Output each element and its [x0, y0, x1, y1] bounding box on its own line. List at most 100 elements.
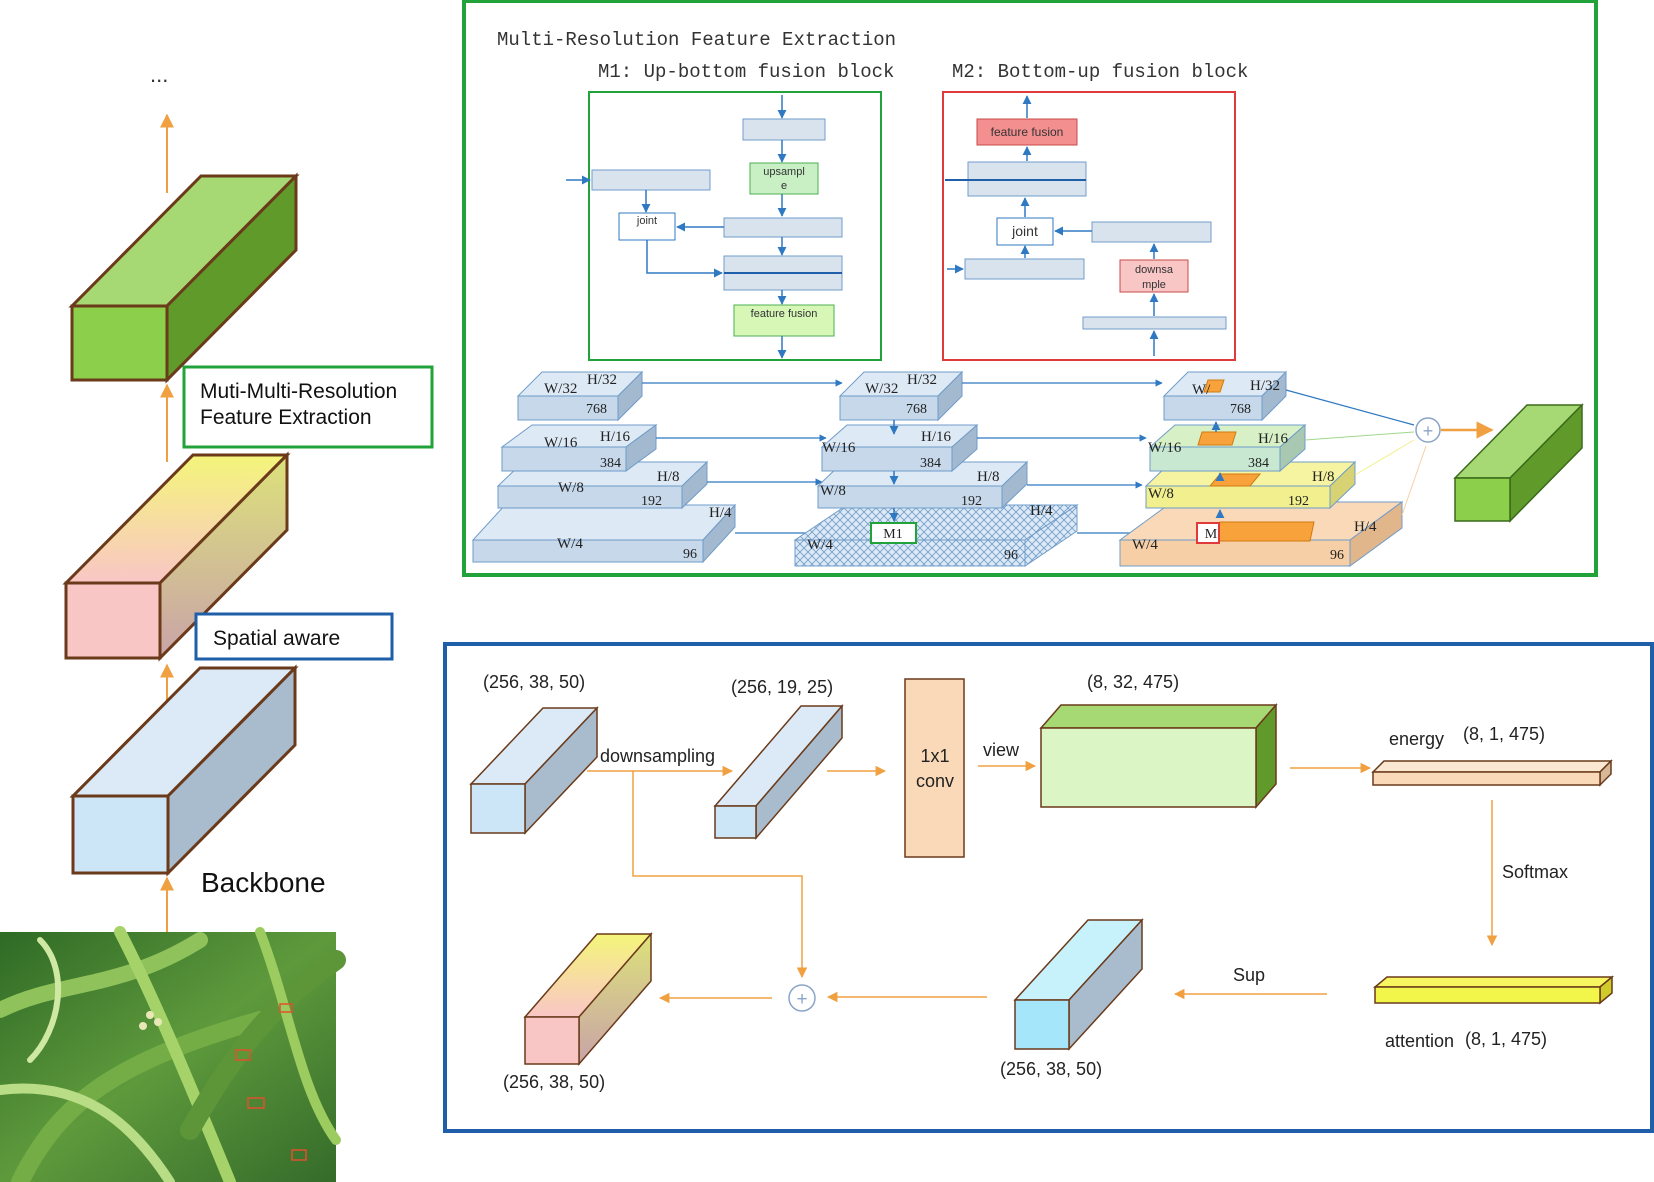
view-block — [1039, 702, 1278, 810]
svg-text:H/4: H/4 — [709, 505, 732, 521]
mrfe-fusion: + — [1285, 389, 1584, 523]
svg-text:384: 384 — [920, 456, 941, 471]
m2-block: M2: Bottom-up fusion block feature fusio… — [942, 61, 1248, 361]
spatial-label-box — [194, 612, 394, 661]
backbone-block — [69, 664, 299, 877]
mrfe-output-block — [1453, 403, 1584, 523]
attention-dims: (8, 1, 475) — [1465, 1029, 1547, 1049]
svg-text:H/16: H/16 — [1258, 431, 1289, 447]
svg-text:W/16: W/16 — [544, 435, 578, 451]
m1-title: M1: Up-bottom fusion block — [598, 61, 894, 83]
svg-text:H/32: H/32 — [907, 372, 937, 388]
energy-label: energy — [1389, 729, 1444, 749]
top-ellipsis: ... — [150, 62, 168, 87]
svg-text:W/: W/ — [1192, 382, 1211, 398]
svg-text:W/16: W/16 — [1148, 440, 1182, 456]
svg-text:192: 192 — [961, 494, 982, 509]
spatial-frame — [443, 642, 1654, 1133]
stage2-to-stage3-arrows — [962, 379, 1194, 537]
svg-text:768: 768 — [586, 402, 607, 417]
svg-text:192: 192 — [641, 494, 662, 509]
crop-field-photo — [0, 926, 346, 1182]
softmax-label: Softmax — [1502, 862, 1568, 882]
m1-block: M1: Up-bottom fusion block upsampl e joi… — [566, 61, 894, 361]
left-column: ... Muti-Multi-Resolution Feature Extrac… — [0, 62, 434, 1182]
svg-text:H/16: H/16 — [600, 429, 631, 445]
m1-feature-fusion — [733, 304, 835, 337]
s2-level2: W/16 H/16 384 — [820, 423, 979, 473]
mrfe-panel: Multi-Resolution Feature Extraction M1: … — [462, 0, 1598, 577]
mmfe-label-line1: Muti-Multi-Resolution — [200, 380, 397, 403]
mmfe-output-block — [68, 172, 300, 384]
svg-text:H/8: H/8 — [657, 469, 680, 485]
svg-text:H/8: H/8 — [1312, 469, 1335, 485]
svg-text:W/4: W/4 — [807, 537, 833, 553]
output-dims: (256, 38, 50) — [503, 1072, 605, 1092]
svg-text:feature fusion: feature fusion — [991, 125, 1064, 139]
m1-joint — [618, 212, 676, 241]
svg-text:H/4: H/4 — [1354, 519, 1377, 535]
m1-tag — [870, 522, 917, 544]
backbone-label: Backbone — [201, 867, 326, 898]
mrfe-title: Multi-Resolution Feature Extraction — [497, 29, 896, 51]
svg-text:96: 96 — [1330, 548, 1344, 563]
sup-label: Sup — [1233, 965, 1265, 985]
mmfe-label-line2: Feature Extraction — [200, 406, 372, 429]
s2-level4: W/4 H/4 96 M1 — [793, 503, 1079, 567]
svg-text:W/4: W/4 — [1132, 537, 1158, 553]
input-dims: (256, 38, 50) — [483, 672, 585, 692]
m2-tag — [1196, 522, 1220, 544]
svg-text:feature fusion: feature fusion — [751, 308, 818, 320]
view-label: view — [983, 740, 1020, 760]
svg-text:W/8: W/8 — [820, 483, 846, 499]
stage2-stack: W/4 H/4 96 M1 W/8 H/8 192 W/16 H/16 3 — [793, 370, 1079, 567]
residual-path — [632, 771, 808, 979]
s2-level3: W/8 H/8 192 — [816, 460, 1029, 510]
svg-text:+: + — [796, 989, 807, 1010]
svg-text:96: 96 — [683, 547, 697, 562]
svg-text:768: 768 — [906, 402, 927, 417]
s3-level4: W/4 H/4 96 M — [1118, 501, 1404, 567]
svg-text:H/4: H/4 — [1030, 503, 1053, 519]
svg-text:conv: conv — [916, 771, 954, 791]
attention-bar — [1372, 975, 1615, 1005]
spatial-output-block — [523, 931, 653, 1067]
spatial-aware-output-block — [62, 451, 291, 662]
spatial-panel: (256, 38, 50) downsampling (256, 19, 25)… — [443, 642, 1654, 1133]
attention-label: attention — [1385, 1031, 1454, 1051]
s3-level1: W/ H/32 768 — [1162, 370, 1288, 422]
stage3-stack: W/4 H/4 96 M W/8 H/8 192 W/16 — [1118, 370, 1404, 567]
s1-level4: W/4 H/4 96 — [471, 503, 737, 564]
down-dims: (256, 19, 25) — [731, 677, 833, 697]
svg-text:384: 384 — [600, 456, 621, 471]
svg-text:W/32: W/32 — [865, 381, 898, 397]
fusion-plus-icon — [1415, 417, 1441, 443]
downsampled-block — [713, 703, 844, 841]
svg-text:96: 96 — [1004, 548, 1018, 563]
svg-text:192: 192 — [1288, 494, 1309, 509]
svg-text:upsampl: upsampl — [763, 166, 805, 178]
input-feature-block — [469, 706, 599, 835]
svg-text:W/4: W/4 — [557, 536, 583, 552]
svg-text:1x1: 1x1 — [920, 746, 949, 766]
svg-text:downsa: downsa — [1135, 264, 1174, 276]
m2-downsample — [1119, 259, 1189, 293]
s1-level2: W/16 H/16 384 — [500, 424, 658, 472]
s3-level2: W/16 H/16 384 — [1148, 423, 1307, 473]
svg-text:H/8: H/8 — [977, 469, 1000, 485]
sup-block — [1013, 918, 1144, 1051]
svg-text:W/32: W/32 — [544, 381, 577, 397]
svg-text:H/32: H/32 — [587, 372, 617, 388]
m2-feature-fusion — [976, 118, 1078, 146]
energy-bar — [1371, 759, 1613, 787]
m2-joint — [996, 217, 1054, 246]
energy-dims: (8, 1, 475) — [1463, 724, 1545, 744]
svg-text:+: + — [1423, 421, 1434, 441]
svg-text:H/16: H/16 — [921, 429, 952, 445]
svg-text:768: 768 — [1230, 402, 1251, 417]
svg-text:W/8: W/8 — [1148, 486, 1174, 502]
sup-dims: (256, 38, 50) — [1000, 1059, 1102, 1079]
s1-level1: W/32 H/32 768 — [516, 370, 644, 422]
svg-text:M: M — [1205, 527, 1218, 542]
